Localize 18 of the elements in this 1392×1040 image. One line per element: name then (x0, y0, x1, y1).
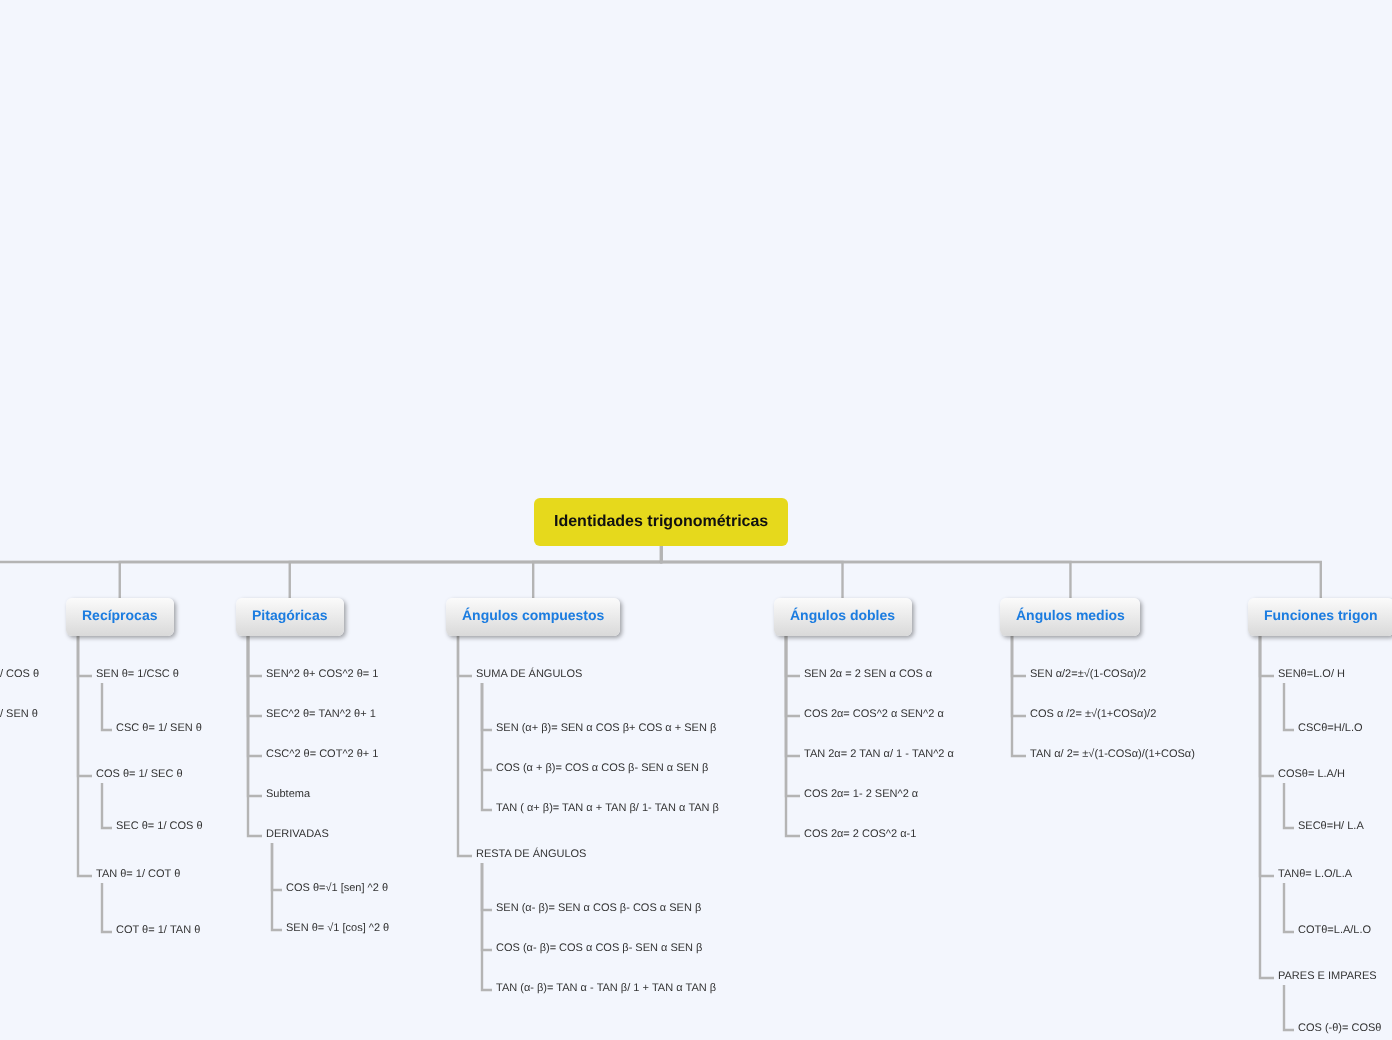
connector-line (100, 783, 112, 830)
connector-line (456, 636, 472, 858)
connector-line (1282, 783, 1294, 830)
connector-line (480, 863, 492, 992)
connector-line (480, 683, 492, 812)
connector-line (270, 843, 282, 932)
connector-line (1282, 985, 1294, 1032)
connector-line (100, 883, 112, 934)
central-topic-box: Identidades trigonométricas (534, 498, 789, 546)
connector-line (784, 636, 800, 838)
connector-line (246, 636, 262, 838)
connector-line (1282, 683, 1294, 732)
connector-line (659, 546, 1322, 598)
connector-line (1282, 883, 1294, 934)
connector-line (1010, 636, 1026, 758)
connector-line (1258, 636, 1274, 980)
connector-line (100, 683, 112, 732)
connector-line (76, 636, 92, 878)
